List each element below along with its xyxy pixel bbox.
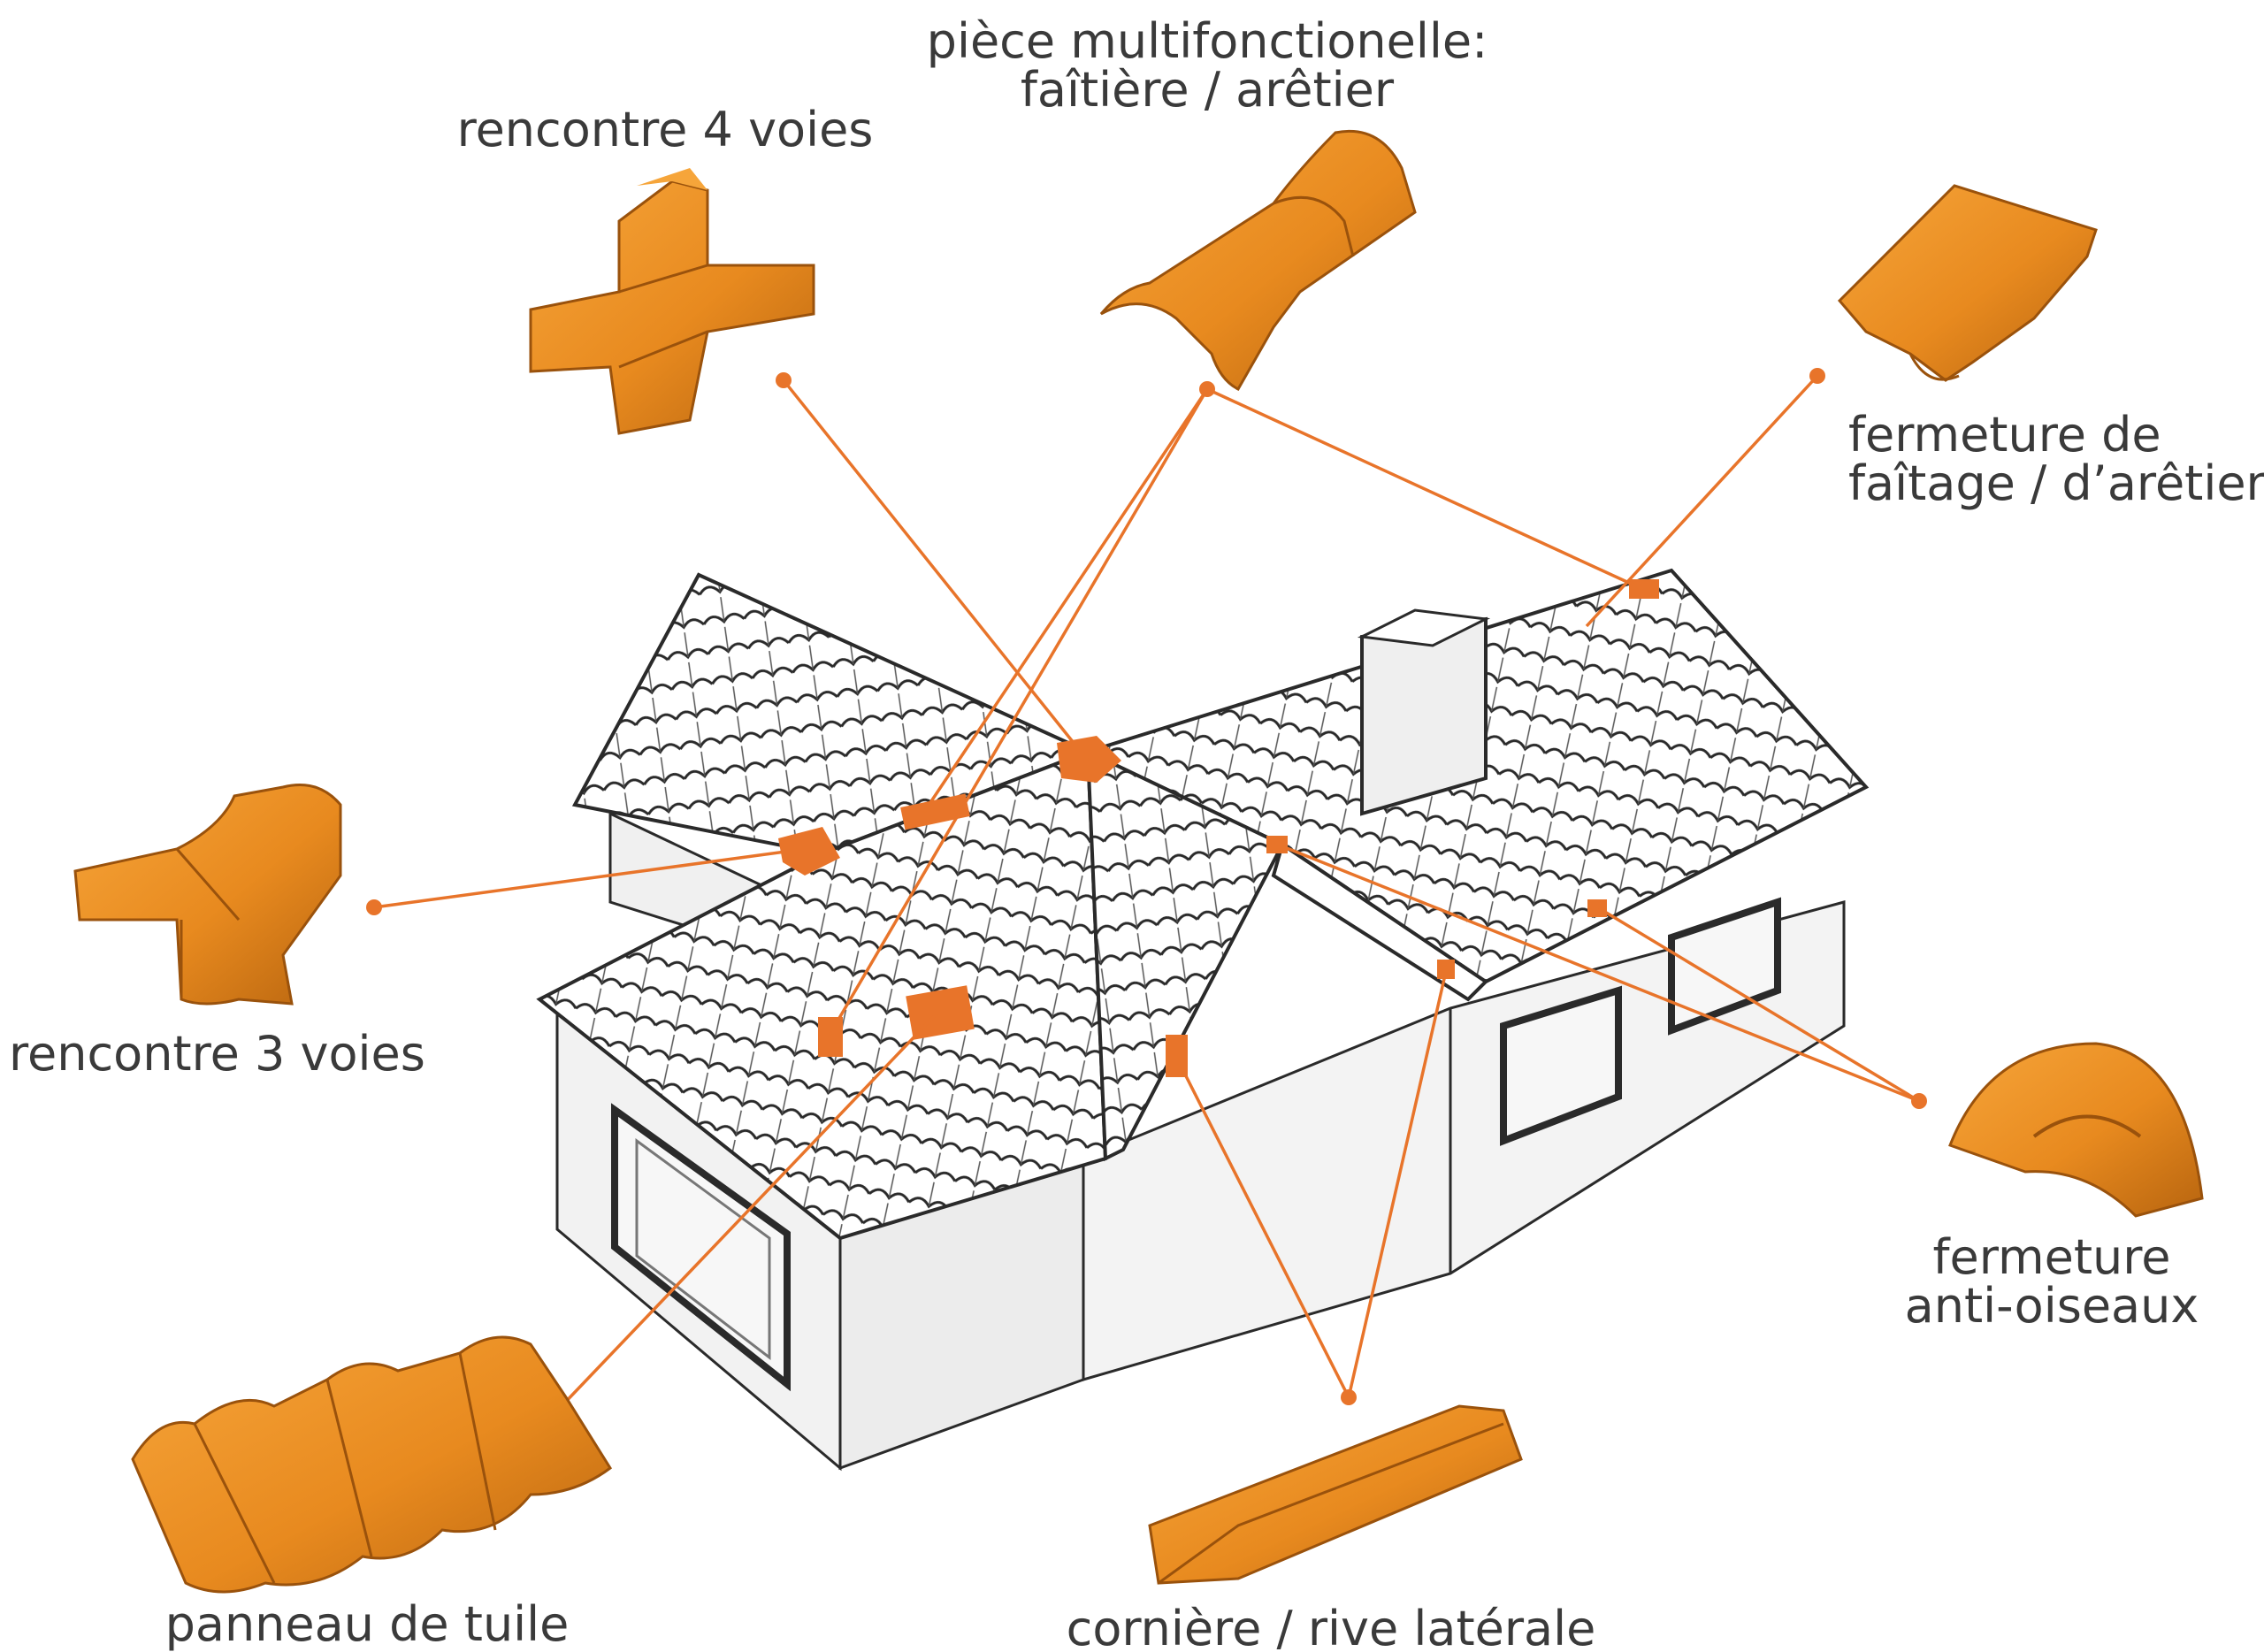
highlight-three-way — [778, 827, 840, 876]
callout-lines — [373, 374, 1920, 1410]
four-way-junction-part — [529, 168, 815, 435]
window-right-1 — [1500, 985, 1622, 1146]
chimney — [1357, 608, 1491, 816]
highlight-four-way — [1057, 736, 1121, 783]
label-ridge-closure-line2: faîtage / d’arêtier — [1848, 455, 2264, 511]
label-three-way: rencontre 3 voies — [9, 1026, 425, 1082]
roof-front-left — [536, 749, 1108, 1241]
highlight-hip-piece — [818, 1017, 843, 1057]
highlight-eave-piece-1 — [1266, 836, 1288, 853]
verge-angle-part — [1148, 1404, 1523, 1585]
window-left — [611, 1103, 791, 1392]
house-illustration — [536, 568, 1870, 1472]
highlight-eave-piece-2 — [1437, 960, 1455, 979]
label-bird-closure-line1: fermeture — [1933, 1229, 2171, 1285]
bird-closure-part — [1948, 1042, 2204, 1218]
highlight-ridge-closure — [1629, 579, 1659, 599]
highlight-ridge-piece — [900, 793, 970, 830]
labels: pièce multifonctionelle: faîtière / arêt… — [9, 13, 2264, 1652]
label-verge: cornière / rive latérale — [1067, 1601, 1596, 1652]
multifunction-ridge-part — [1099, 129, 1417, 391]
tile-panel-part — [131, 1335, 613, 1594]
label-ridge-closure-line1: fermeture de — [1848, 407, 2161, 463]
label-four-way: rencontre 4 voies — [457, 102, 874, 157]
three-way-junction-part — [73, 784, 342, 1006]
ridge-closure-part — [1837, 184, 2098, 382]
label-multifunction-line1: pièce multifonctionelle: — [927, 13, 1488, 69]
roof-side-right — [1271, 841, 1489, 1002]
label-multifunction-line2: faîtière / arêtier — [1021, 62, 1395, 118]
label-bird-closure-line2: anti-oiseaux — [1905, 1278, 2199, 1334]
roof-front-right — [1085, 748, 1285, 1162]
highlight-eave-piece-3 — [1587, 899, 1607, 917]
label-tile-panel: panneau de tuile — [165, 1596, 570, 1652]
